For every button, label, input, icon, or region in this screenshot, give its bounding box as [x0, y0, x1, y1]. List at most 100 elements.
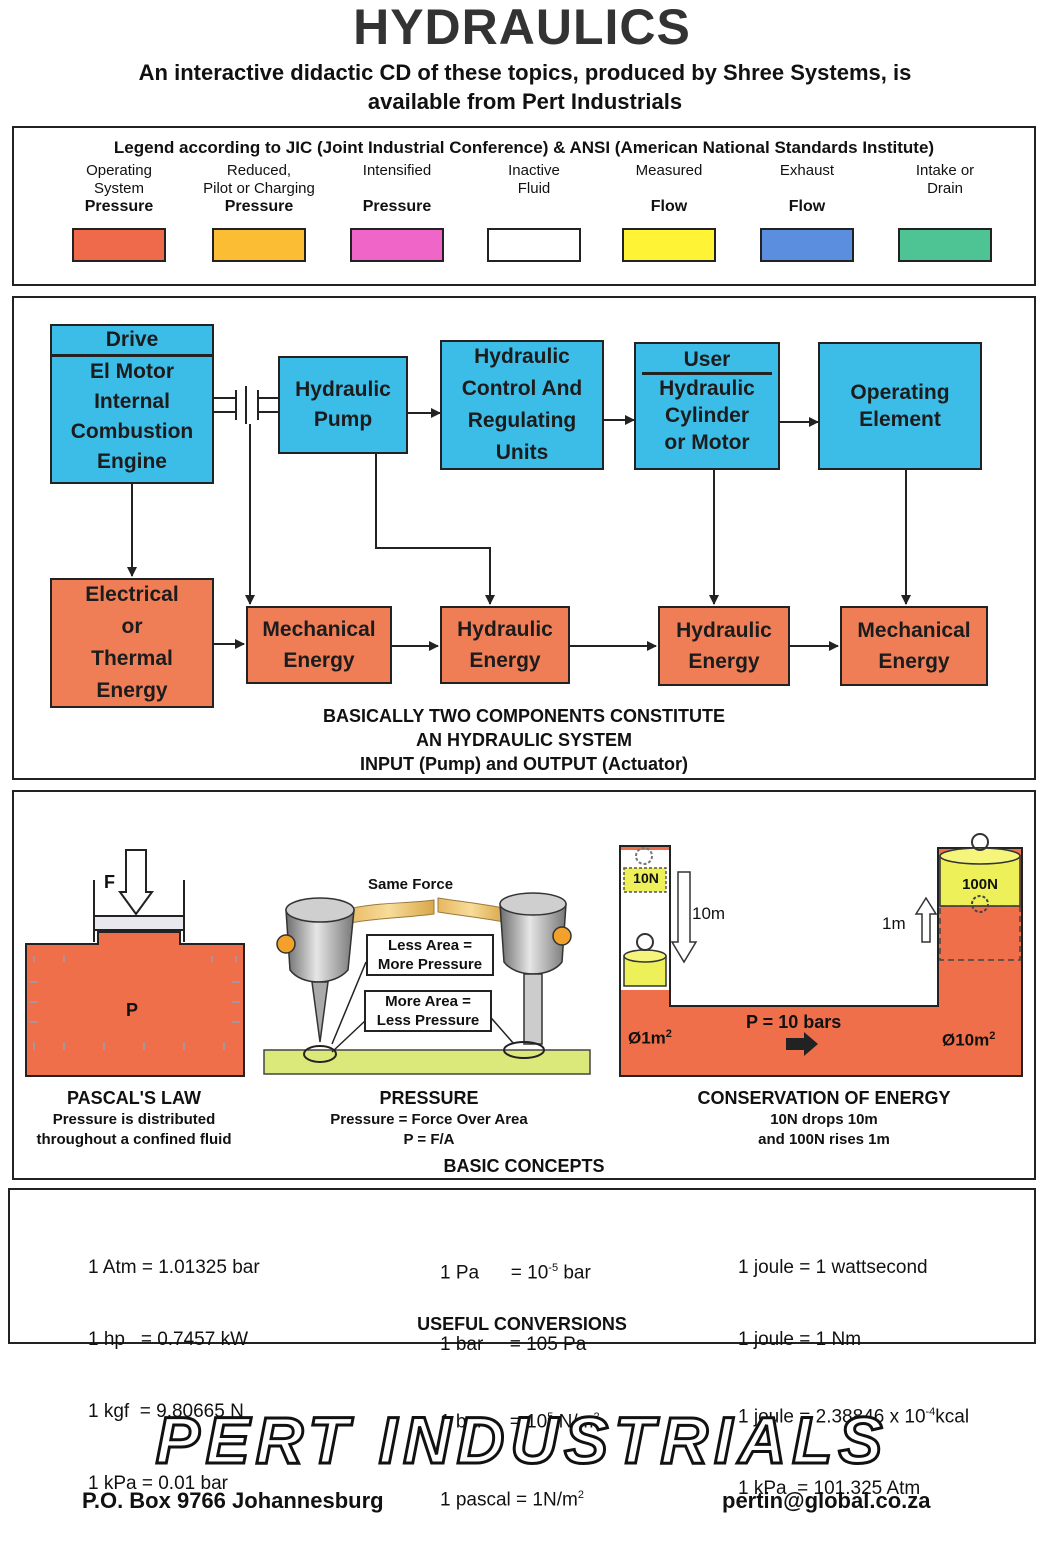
conversion-item: 1 bar = 105 N/m2	[440, 1405, 600, 1434]
energy-desc-line: 10N drops 10m	[770, 1111, 878, 1128]
legend-item-label: Intensified Pressure	[327, 162, 467, 216]
drive-line: Combustion	[70, 420, 194, 443]
legend-swatch	[487, 228, 581, 262]
subtitle: An interactive didactic CD of these topi…	[60, 58, 990, 116]
energy-line: Hydraulic	[676, 619, 772, 642]
conversion-exp: 2	[593, 1411, 600, 1424]
conversion-exp: 2	[577, 1488, 584, 1501]
pressure-desc-line: P = F/A	[403, 1131, 455, 1148]
pressure-label: P	[126, 1000, 139, 1020]
legend-label-line: Pressure	[362, 198, 432, 215]
same-force-label: Same Force	[368, 876, 454, 893]
energy-desc-line: and 100N rises 1m	[758, 1131, 890, 1148]
conversion-text: 1 joule = 2.38846 x 10	[738, 1406, 926, 1428]
control-line: Regulating	[467, 409, 577, 432]
flow-caption-line: INPUT (Pump) and OUTPUT (Actuator)	[360, 754, 688, 774]
energy-line: Thermal	[91, 647, 173, 670]
legend-label-line	[599, 180, 739, 198]
pressure-desc-line: Pressure = Force Over Area	[330, 1111, 528, 1128]
energy-line: Energy	[283, 649, 355, 672]
legend-label-line: Inactive	[508, 162, 560, 179]
callout-line: More Area =	[385, 993, 471, 1010]
legend-label-line	[875, 198, 1015, 216]
operating-line: Element	[859, 408, 941, 431]
conversion-item: 1 joule = 1 wattsecond	[738, 1257, 928, 1278]
legend-label-line: System	[93, 180, 144, 197]
operating-line: Operating	[850, 381, 950, 404]
pump-line: Pump	[313, 408, 373, 431]
conversion-item: 1 Atm = 1.01325 bar	[88, 1257, 260, 1278]
energy-line: Energy	[878, 650, 950, 673]
conversion-column-3: 1 joule = 1 wattsecond 1 joule = 1 Nm 1 …	[738, 1208, 969, 1549]
legend-title: Legend according to JIC (Joint Industria…	[113, 138, 935, 157]
drop-label: 10m	[692, 904, 726, 923]
pressure-title: PRESSURE	[379, 1088, 479, 1108]
drive-label: Drive	[52, 326, 212, 357]
conversions-panel: 1 Atm = 1.01325 bar 1 hp = 0.7457 kW 1 k…	[8, 1188, 1036, 1510]
big-weight-label: 100N	[962, 876, 998, 893]
pump-line: Hydraulic	[295, 378, 391, 401]
legend-label-line: Drain	[927, 180, 963, 197]
small-weight-label: 10N	[633, 870, 659, 886]
conversion-item: 1 joule = 1 Nm	[738, 1329, 862, 1350]
flow-caption: BASICALLY TWO COMPONENTS CONSTITUTE AN H…	[14, 704, 1034, 776]
energy-desc: 10N drops 10m and 100N rises 1m	[624, 1110, 1024, 1150]
legend-swatch	[350, 228, 444, 262]
less-area-callout: Less Area = More Pressure	[366, 934, 494, 976]
legend-swatch	[622, 228, 716, 262]
conversion-text: 1 pascal = 1N/m	[440, 1488, 578, 1510]
pressure-bars-label: P = 10 bars	[746, 1012, 842, 1032]
energy-box-electrical: Electrical or Thermal Energy	[50, 578, 214, 708]
email: pertin@global.co.za	[722, 1488, 931, 1513]
conversion-text: N/m	[553, 1411, 594, 1433]
pressure-illustration	[263, 892, 591, 1075]
arrow-pump-to-energy3	[375, 454, 495, 605]
energy-line: Energy	[96, 679, 168, 702]
legend-label-line: Intensified	[362, 162, 432, 179]
drive-box: Drive El Motor Internal Combustion Engin…	[50, 324, 214, 484]
conversion-item: 1 bar = 105 Pa	[440, 1334, 587, 1356]
concept-illustrations	[25, 792, 1023, 1077]
callout-line: More Pressure	[377, 956, 483, 973]
drive-line: El Motor	[90, 360, 174, 383]
flow-caption-line: BASICALLY TWO COMPONENTS CONSTITUTE	[322, 706, 725, 726]
control-line: Control And	[461, 377, 583, 400]
conversion-item: 1 kPa = 0.01 bar	[88, 1473, 228, 1494]
legend-label-line: Operating	[86, 162, 152, 179]
legend-label-line: Intake or	[915, 162, 975, 179]
conversion-item: 1 Pa = 10-5 bar	[440, 1256, 600, 1285]
legend-label-line: Reduced,	[226, 162, 292, 179]
legend-label-line: Pilot or Charging	[203, 180, 315, 197]
conversion-text: 1 bar = 10	[440, 1411, 548, 1433]
callout-line: Less Pressure	[376, 1012, 480, 1029]
small-area-exp: 2	[665, 1028, 672, 1040]
user-line: Cylinder	[664, 404, 750, 427]
control-line: Units	[495, 441, 549, 464]
energy-line: or	[121, 615, 143, 638]
conversion-item: 1 kgf = 9.80665 N	[88, 1401, 244, 1422]
user-label: User	[642, 348, 772, 375]
control-line: Hydraulic	[474, 345, 570, 368]
energy-line: Hydraulic	[457, 618, 553, 641]
flow-caption-line: AN HYDRAULIC SYSTEM	[415, 730, 632, 750]
conversion-column-2: 1 Pa = 10-5 bar 1 bar = 105 Pa 1 bar = 1…	[440, 1208, 600, 1560]
legend-label-line	[464, 198, 604, 216]
pascal-desc-line: throughout a confined fluid	[36, 1131, 232, 1148]
force-label: F	[104, 872, 115, 892]
legend-swatch	[898, 228, 992, 262]
conversion-text: bar	[558, 1262, 591, 1284]
pascal-desc-line: Pressure is distributed	[52, 1111, 216, 1128]
legend-label-line: Fluid	[517, 180, 551, 197]
energy-line: Mechanical	[857, 619, 971, 642]
legend-label-line: Flow	[788, 198, 826, 215]
conversion-item: 1 kPa = 101.325 Atm	[738, 1478, 921, 1500]
legend-item-label: Exhaust Flow	[737, 162, 877, 216]
small-area-text: Ø1m	[628, 1028, 666, 1048]
conversion-text: 1 Pa = 10	[440, 1262, 549, 1284]
legend-swatch	[212, 228, 306, 262]
energy-illustration	[619, 792, 1023, 1077]
conversion-text: kcal	[935, 1406, 970, 1428]
conversions-title: USEFUL CONVERSIONS	[417, 1314, 627, 1334]
